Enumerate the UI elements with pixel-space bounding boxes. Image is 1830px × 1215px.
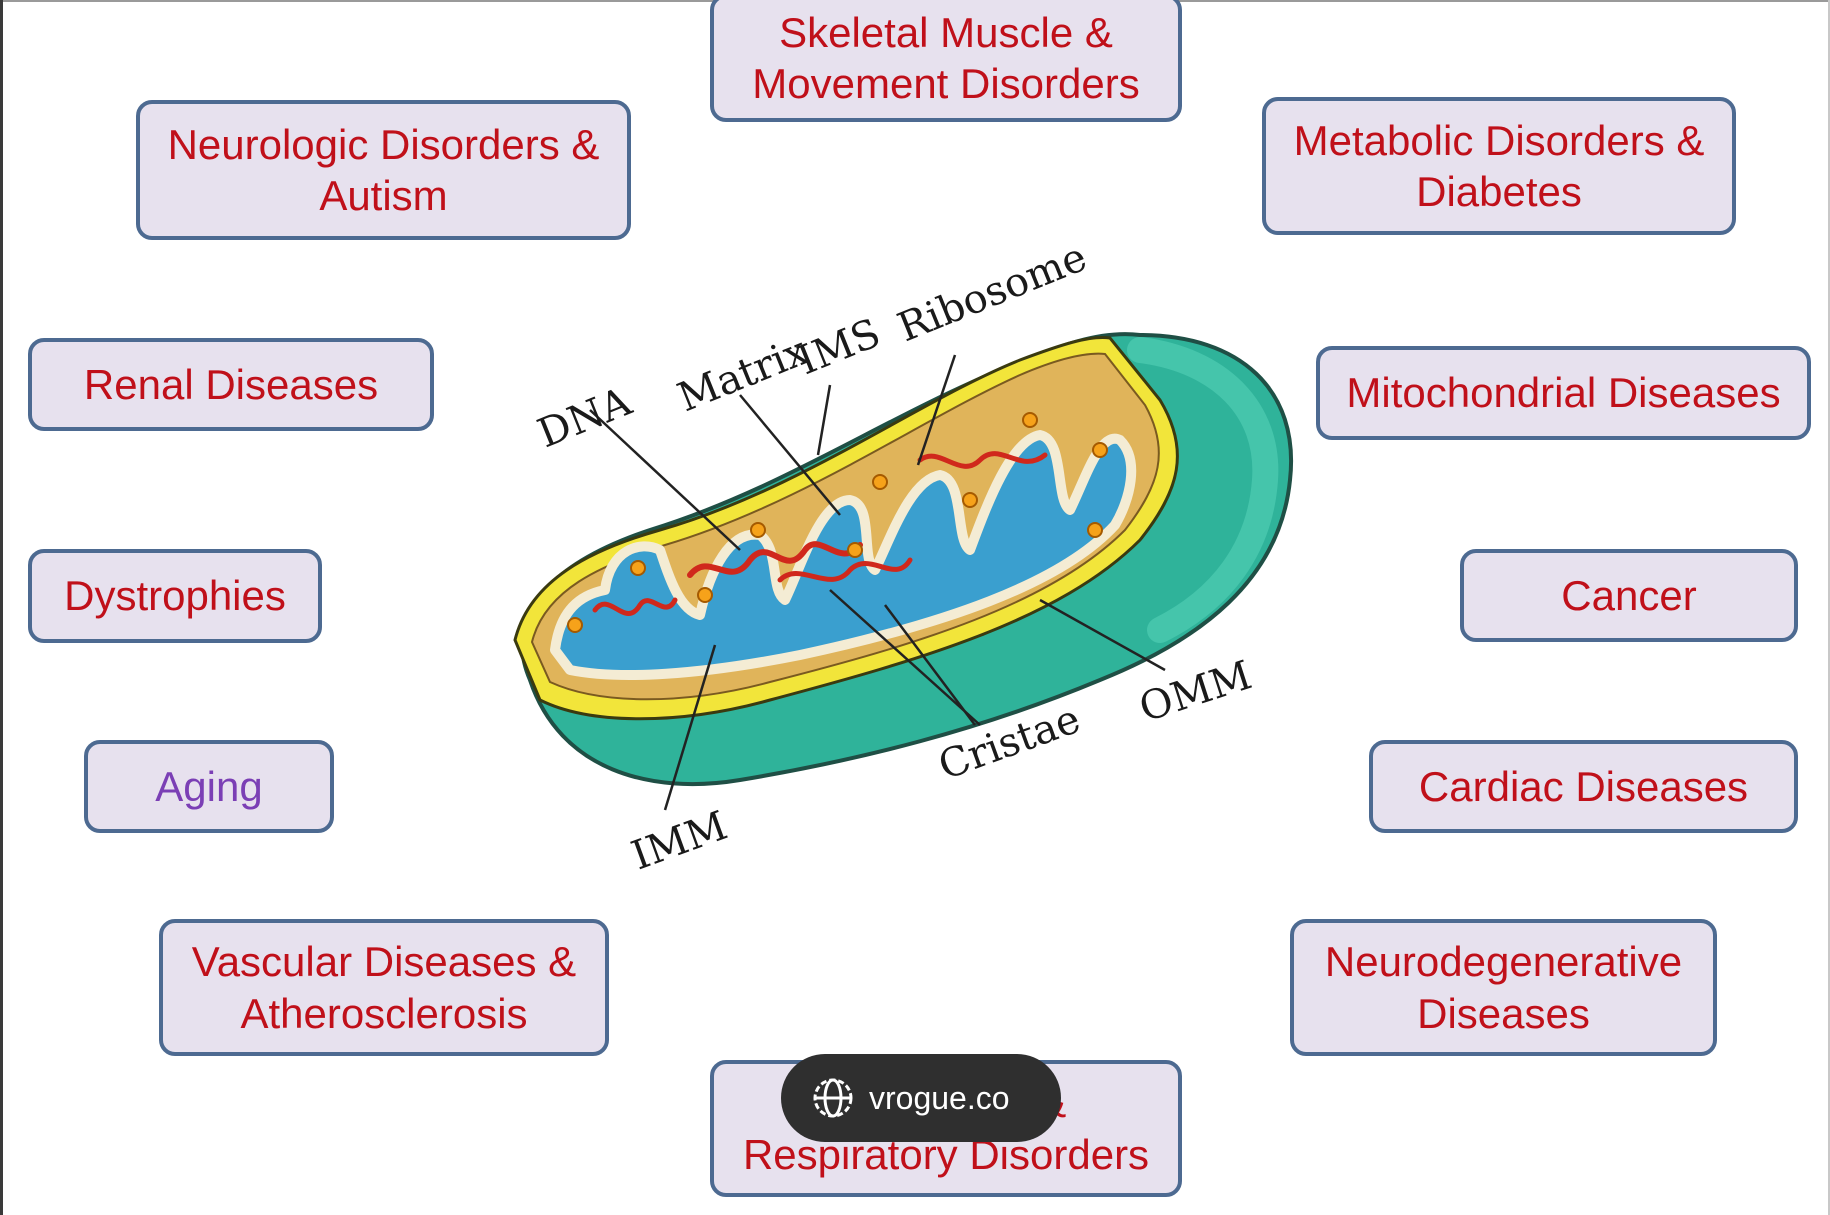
label-ims: IMS	[792, 310, 887, 384]
dna-strand-1	[687, 541, 863, 578]
box-mitochondrial: Mitochondrial Diseases	[1316, 346, 1811, 440]
leader-ims	[816, 384, 832, 456]
outer-membrane-highlight	[1127, 337, 1279, 643]
label-ribosome: Ribosome	[892, 250, 1094, 351]
ribosome-dot	[750, 522, 766, 538]
box-renal: Renal Diseases	[28, 338, 434, 431]
dna-strand-3	[917, 451, 1048, 469]
leader-lines	[589, 354, 1166, 811]
ribosome-dot	[872, 474, 888, 490]
label-imm: IMM	[626, 803, 734, 880]
frame-edge-right	[1828, 0, 1830, 1215]
ribosome-dot	[962, 492, 978, 508]
box-skeletal-muscle: Skeletal Muscle & Movement Disorders	[710, 0, 1182, 122]
box-cardiac: Cardiac Diseases	[1369, 740, 1798, 833]
ribosome-dot	[697, 587, 713, 603]
leader-matrix	[739, 394, 841, 516]
watermark-text: vrogue.co	[869, 1079, 1010, 1116]
box-aging: Aging	[84, 740, 334, 833]
ribosome-dot	[847, 542, 863, 558]
leader-dna	[589, 409, 741, 551]
leader-ribosome	[916, 354, 957, 466]
box-neurodegenerative: Neurodegenerative Diseases	[1290, 919, 1717, 1056]
leader-imm	[663, 644, 717, 811]
dna-strand-4	[592, 597, 678, 616]
frame-edge-left	[0, 0, 3, 1215]
leader-cristae-2	[884, 604, 976, 726]
box-neurologic: Neurologic Disorders & Autism	[136, 100, 631, 240]
mitochondrion-illustration: DNA Matrix IMS Ribosome OMM Cristae IMM	[513, 250, 1294, 880]
ribosome-dot	[1022, 412, 1038, 428]
dna-strand-2	[777, 557, 913, 583]
ribosome-dot	[1087, 522, 1103, 538]
ribosome-dot	[630, 560, 646, 576]
box-vascular: Vascular Diseases & Atherosclerosis	[159, 919, 609, 1056]
watermark-badge[interactable]: vrogue.co	[781, 1054, 1061, 1142]
ribosome-dot	[567, 617, 583, 633]
ribosome-dot	[1092, 442, 1108, 458]
leader-cristae-1	[829, 589, 981, 726]
globe-icon	[813, 1078, 853, 1118]
box-cancer: Cancer	[1460, 549, 1798, 642]
box-dystrophies: Dystrophies	[28, 549, 322, 643]
leader-omm	[1039, 598, 1166, 672]
label-dna: DNA	[532, 378, 639, 457]
ribosomes	[567, 412, 1108, 633]
box-metabolic: Metabolic Disorders & Diabetes	[1262, 97, 1736, 235]
